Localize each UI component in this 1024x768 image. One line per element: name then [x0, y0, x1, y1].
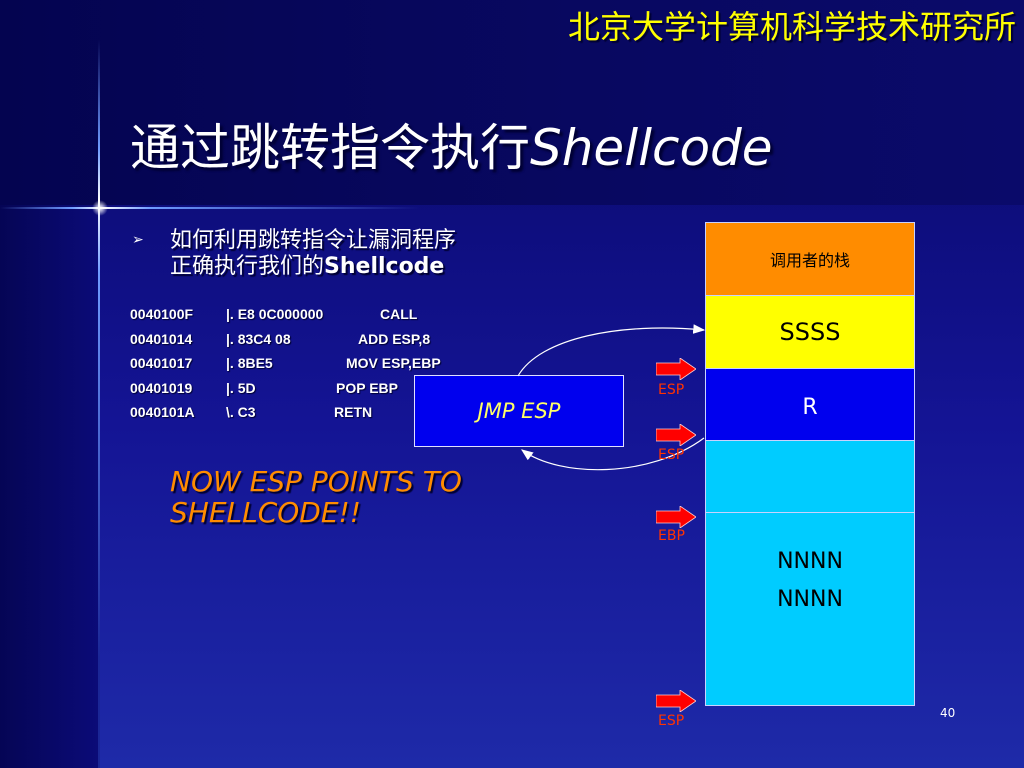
esp-note: NOW ESP POINTS TO SHELLCODE!! — [170, 466, 462, 528]
stack-cell-empty — [705, 440, 915, 513]
page-number: 40 — [940, 706, 956, 720]
stack-nop-line-1: NNNN — [777, 549, 843, 574]
stack-cell-ssss: SSSS — [705, 295, 915, 369]
slide-title-cjk: 通过跳转指令执行 — [130, 119, 530, 177]
jmp-esp-box: JMP ESP — [414, 375, 624, 447]
esp-label-2: ESP — [658, 447, 685, 463]
pointer-arrow-icon — [656, 424, 696, 446]
code-address: 00401017 — [130, 355, 193, 371]
decorative-horizontal-line — [0, 207, 600, 209]
code-address: 00401019 — [130, 379, 193, 396]
code-bytes: |. 8BE5 — [226, 355, 273, 371]
bullet-line-1: 如何利用跳转指令让漏洞程序 — [170, 228, 457, 253]
pointer-arrow-icon — [656, 690, 696, 712]
stack-cell-caller: 调用者的栈 — [705, 222, 915, 296]
code-instruction: MOV ESP,EBP — [346, 355, 441, 371]
code-bytes: |. E8 0C000000 — [226, 306, 324, 322]
stack-cell-nops: NNNN NNNN — [705, 512, 915, 706]
esp-label-3: ESP — [658, 713, 685, 729]
code-instruction: CALL — [380, 306, 418, 322]
code-address: 0040100F — [130, 306, 194, 322]
stack-cell-return: R — [705, 368, 915, 441]
decorative-star — [92, 200, 108, 216]
slide-title-latin: Shellcode — [530, 119, 773, 177]
code-bytes: \. C3 — [226, 404, 256, 420]
slide-title: 通过跳转指令执行Shellcode — [130, 108, 773, 180]
esp-note-line-2: SHELLCODE!! — [170, 496, 362, 529]
institution-name: 北京大学计算机科学技术研究所 — [567, 8, 1016, 46]
stack-diagram: 调用者的栈 SSSS R NNNN NNNN — [705, 222, 915, 706]
ebp-label: EBP — [658, 528, 685, 544]
code-instruction: POP EBP — [336, 379, 398, 396]
code-address: 00401014 — [130, 330, 193, 347]
code-address: 0040101A — [130, 404, 195, 420]
code-instruction: RETN — [334, 404, 373, 420]
stack-nop-line-2: NNNN — [777, 587, 843, 612]
bullet-text: 如何利用跳转指令让漏洞程序 正确执行我们的Shellcode — [170, 228, 550, 280]
pointer-arrow-icon — [656, 358, 696, 380]
top-band — [0, 0, 1024, 205]
code-bytes: |. 83C4 08 — [226, 330, 291, 347]
bullet-line-2-prefix: 正确执行我们的 — [170, 254, 325, 279]
bullet-line-2-bold: Shellcode — [324, 254, 445, 279]
esp-label-1: ESP — [658, 382, 685, 398]
code-instruction: ADD ESP,8 — [358, 330, 431, 347]
esp-note-line-1: NOW ESP POINTS TO — [170, 465, 462, 498]
bullet-arrow-icon: ➢ — [132, 232, 144, 248]
jmp-esp-label: JMP ESP — [477, 399, 561, 423]
pointer-arrow-icon — [656, 506, 696, 528]
bullet-line-2: 正确执行我们的Shellcode — [170, 254, 550, 280]
code-bytes: |. 5D — [226, 379, 256, 396]
decorative-vertical-line — [98, 40, 100, 768]
